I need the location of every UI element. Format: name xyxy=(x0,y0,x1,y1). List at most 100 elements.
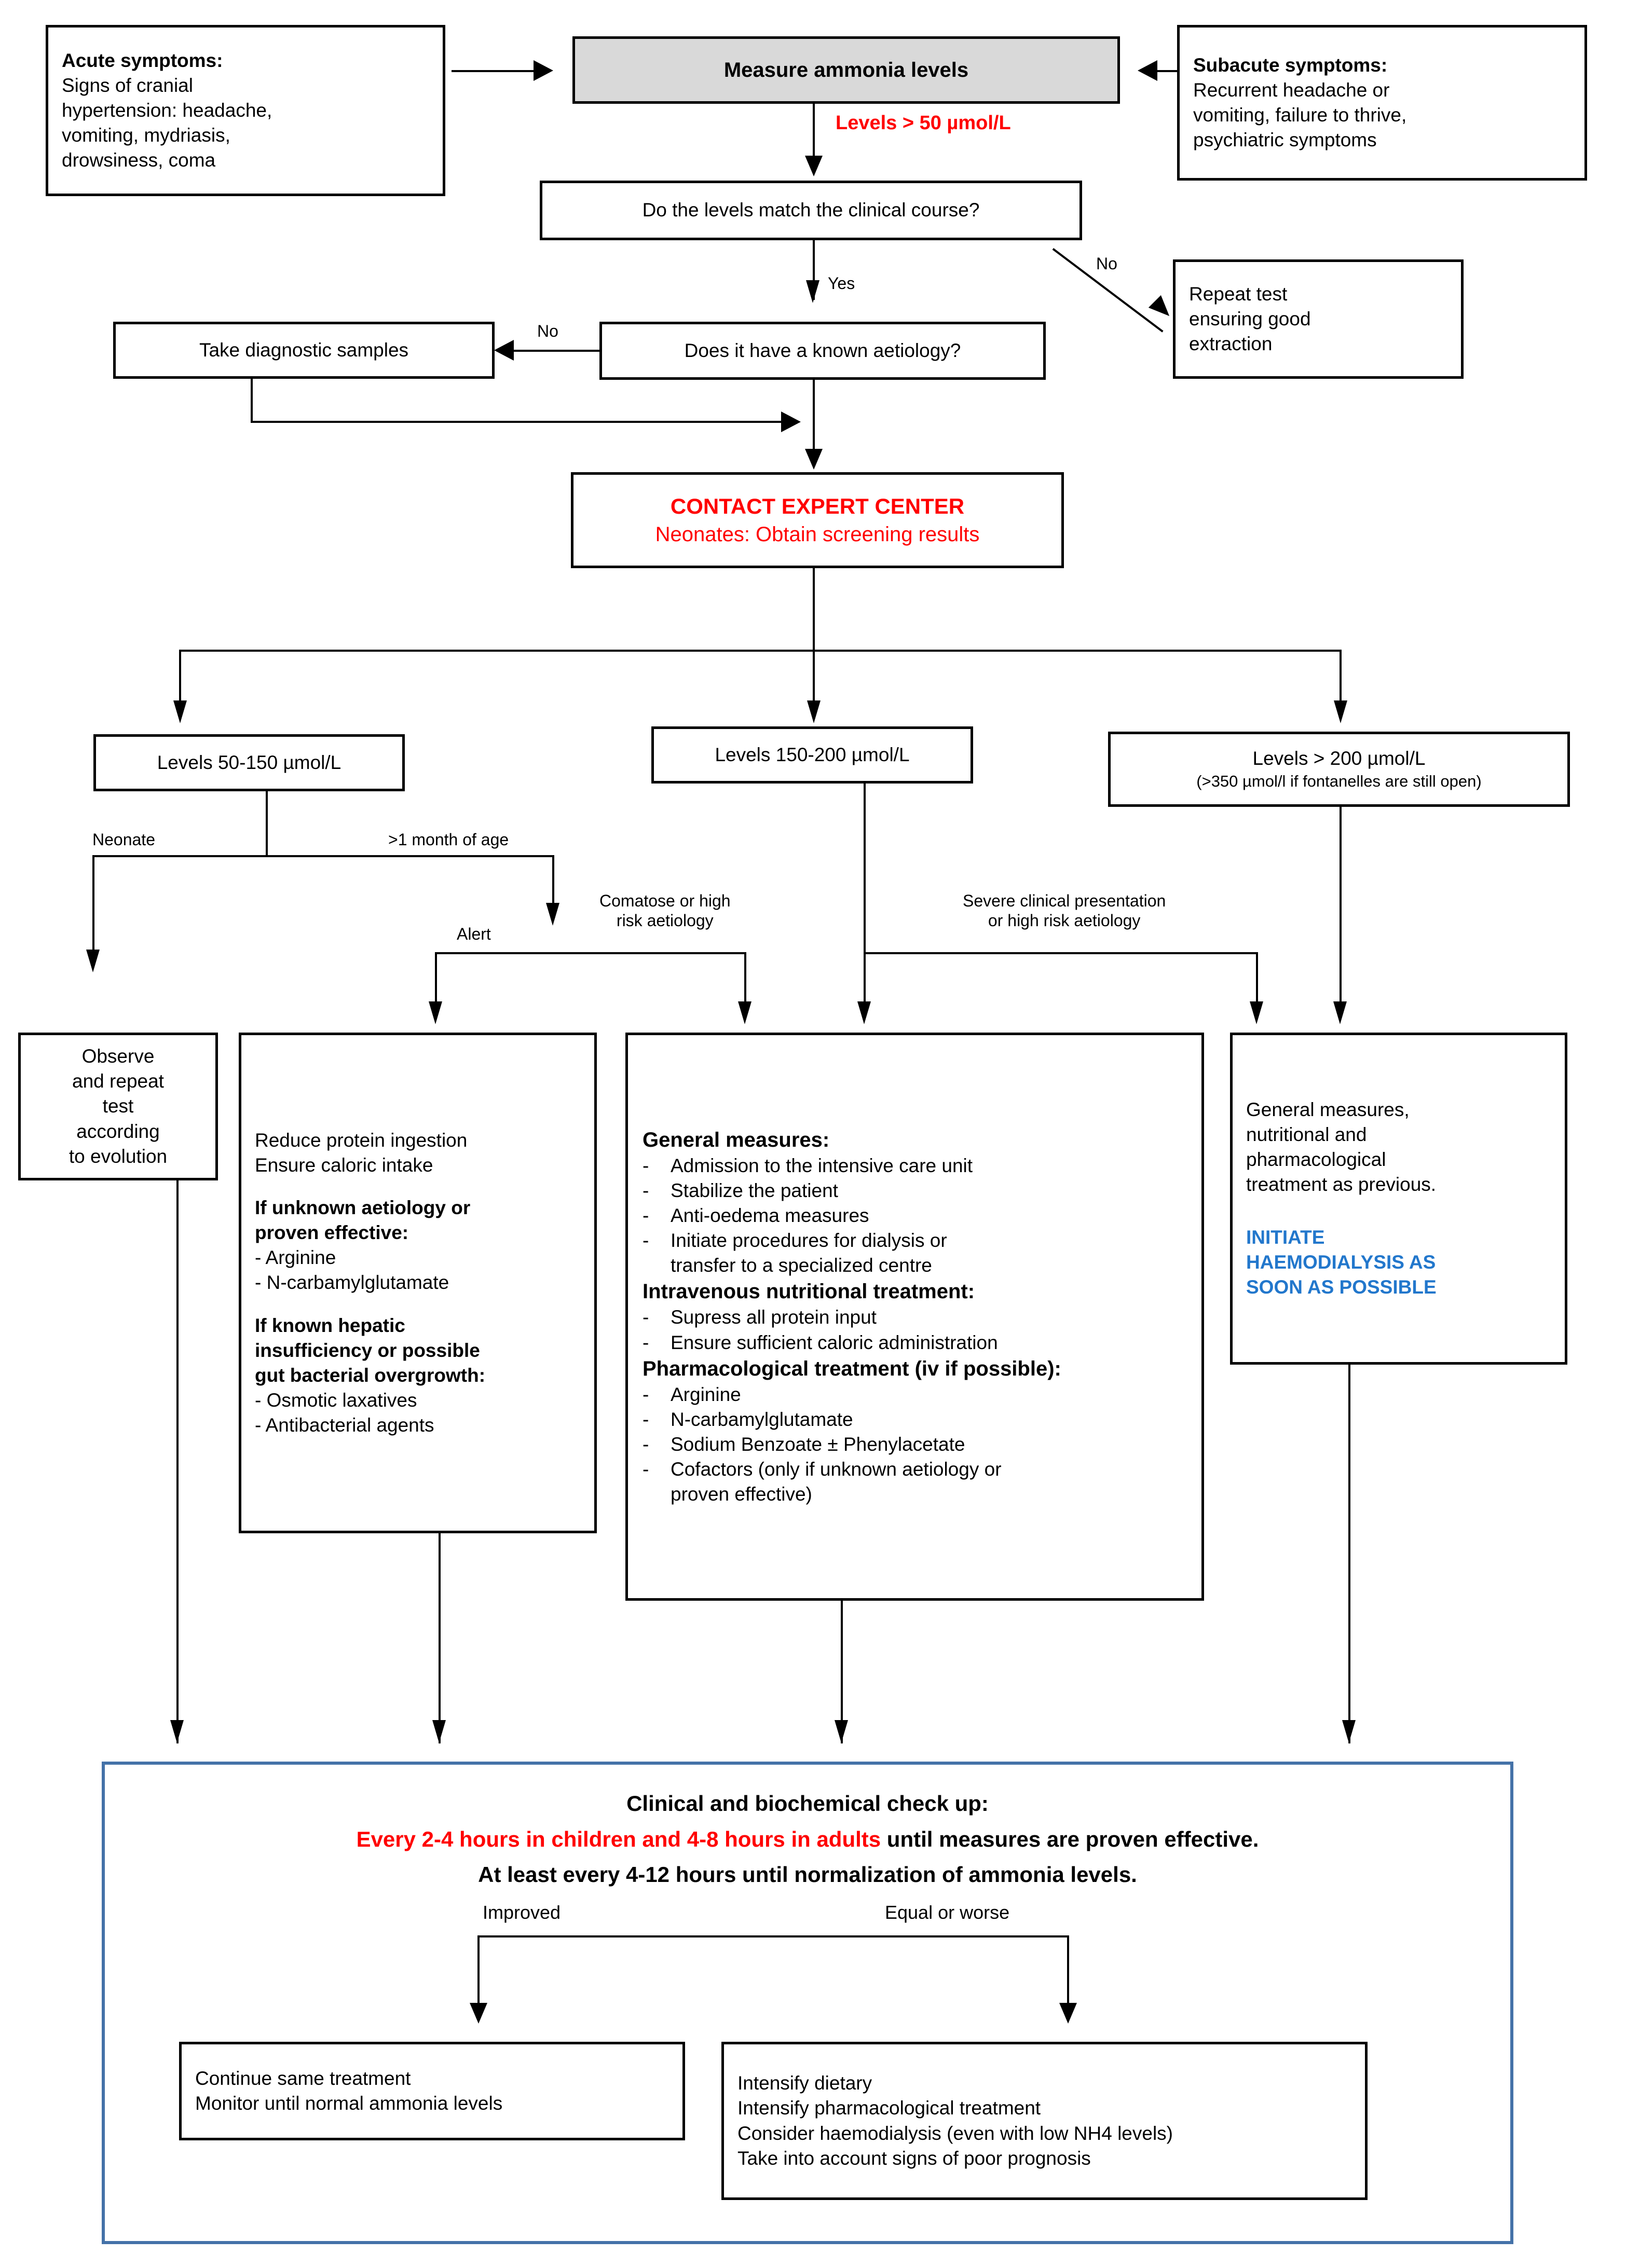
label-levels-threshold: Levels > 50 µmol/L xyxy=(836,112,1011,134)
label-no-repeat: No xyxy=(1096,254,1117,273)
edge-low-down xyxy=(266,791,268,856)
node-repeat-test: Repeat test ensuring good extraction xyxy=(1173,259,1464,379)
edge-split-bus xyxy=(179,650,1342,652)
label-alert: Alert xyxy=(457,925,491,943)
edge-samples-right xyxy=(251,421,790,423)
dash-bullet-icon: - xyxy=(643,1458,649,1480)
edge-mid-down xyxy=(864,784,866,1014)
edge-alert-left xyxy=(435,952,437,1014)
edge-low-neonate xyxy=(92,855,94,961)
node-contact-expert: CONTACT EXPERT CENTER Neonates: Obtain s… xyxy=(571,472,1064,568)
edge-observe-down xyxy=(176,1180,179,1743)
edge-acute-to-measure xyxy=(452,70,535,72)
arrowhead-reduce-protein-to-checkup xyxy=(432,1720,446,1743)
label-severe: Severe clinical presentation or high ris… xyxy=(963,891,1166,930)
edge-aetiology-no xyxy=(514,350,602,352)
label-equal-or-worse: Equal or worse xyxy=(885,1902,1010,1923)
node-observe: Observe and repeat test according to evo… xyxy=(18,1033,218,1180)
reduce-protein-item2-0: - Osmotic laxatives xyxy=(255,1389,417,1411)
node-reduce-protein: Reduce protein ingestion Ensure caloric … xyxy=(239,1033,597,1533)
node-measure-ammonia: Measure ammonia levels xyxy=(572,36,1120,104)
node-general-measures: General measures: - Admission to the int… xyxy=(625,1033,1204,1601)
general-measures-item3-3: Cofactors (only if unknown aetiology or … xyxy=(671,1458,1002,1505)
contact-expert-line1: CONTACT EXPERT CENTER xyxy=(670,494,965,519)
general-measures-item3-0-row: - Arginine xyxy=(643,1382,1061,1407)
levels-high-line1: Levels > 200 µmol/L xyxy=(1252,748,1426,769)
reduce-protein-intro: Reduce protein ingestion Ensure caloric … xyxy=(255,1129,468,1176)
edge-measure-to-match xyxy=(813,104,815,161)
general-measures-item1-3: Initiate procedures for dialysis or tran… xyxy=(671,1230,947,1276)
general-measures-item3-1-row: - N-carbamylglutamate xyxy=(643,1407,1061,1432)
dash-bullet-icon: - xyxy=(643,1230,649,1252)
continue-treatment-label: Continue same treatment Monitor until no… xyxy=(195,2067,503,2114)
node-intensify: Intensify dietary Intensify pharmacologi… xyxy=(721,2042,1368,2200)
subacute-symptoms-heading: Subacute symptoms: xyxy=(1193,54,1388,76)
checkup-line3: At least every 4-12 hours until normaliz… xyxy=(478,1862,1137,1887)
label-improved: Improved xyxy=(483,1902,561,1923)
general-measures-item1-2: Anti-oedema measures xyxy=(671,1205,869,1227)
arrowhead-split-left xyxy=(173,700,187,723)
levels-low-label: Levels 50-150 µmol/L xyxy=(157,751,341,773)
reduce-protein-heading2: If known hepatic insufficiency or possib… xyxy=(255,1314,486,1386)
dash-bullet-icon: - xyxy=(643,1307,649,1328)
edge-aetiology-down xyxy=(813,380,815,465)
edge-split-right xyxy=(1340,650,1342,720)
edge-alert-bus xyxy=(435,952,746,954)
arrowhead-measure-to-match xyxy=(805,156,823,176)
edge-high-down xyxy=(1340,807,1342,1014)
arrowhead-improved xyxy=(470,2003,487,2024)
arrowhead-neonate xyxy=(86,950,100,972)
reduce-protein-item1-1: - N-carbamylglutamate xyxy=(255,1272,449,1294)
arrowhead-observe-to-checkup xyxy=(170,1720,184,1743)
match-clinical-course-label: Do the levels match the clinical course? xyxy=(642,199,980,221)
acute-symptoms-heading: Acute symptoms: xyxy=(62,49,223,71)
general-measures-item1-1: Stabilize the patient xyxy=(671,1180,838,1202)
arrowhead-equal-or-worse xyxy=(1059,2003,1077,2024)
general-measures-item2-0: Supress all protein input xyxy=(671,1307,877,1328)
checkup-line1: Clinical and biochemical check up: xyxy=(626,1791,989,1816)
dash-bullet-icon: - xyxy=(643,1331,649,1353)
edge-general-measures-down xyxy=(841,1601,843,1743)
node-levels-mid: Levels 150-200 µmol/L xyxy=(651,726,973,784)
acute-symptoms-body: Signs of cranial hypertension: headache,… xyxy=(62,74,272,171)
general-measures-item2-0-row: - Supress all protein input xyxy=(643,1305,1061,1330)
edge-split-mid xyxy=(813,650,815,720)
arrowhead-over-one-month xyxy=(546,903,559,926)
checkup-line2: Every 2-4 hours in children and 4-8 hour… xyxy=(105,1825,1510,1854)
dash-bullet-icon: - xyxy=(643,1383,649,1405)
general-previous-alert: INITIATE HAEMODIALYSIS AS SOON AS POSSIB… xyxy=(1246,1227,1437,1298)
general-previous-body: General measures, nutritional and pharma… xyxy=(1246,1098,1437,1195)
contact-expert-line2: Neonates: Obtain screening results xyxy=(655,523,980,546)
node-subacute-symptoms: Subacute symptoms: Recurrent headache or… xyxy=(1177,25,1587,181)
arrowhead-severe xyxy=(1250,1001,1263,1024)
general-measures-item1-0: Admission to the intensive care unit xyxy=(671,1154,973,1176)
measure-ammonia-label: Measure ammonia levels xyxy=(723,59,969,81)
arrowhead-acute-to-measure xyxy=(534,60,553,81)
general-measures-item3-3-row: - Cofactors (only if unknown aetiology o… xyxy=(643,1457,1061,1507)
arrowhead-high xyxy=(1333,1001,1347,1024)
levels-mid-label: Levels 150-200 µmol/L xyxy=(715,744,910,765)
dash-bullet-icon: - xyxy=(643,1205,649,1227)
general-measures-heading1: General measures: xyxy=(643,1128,830,1151)
edge-low-bus xyxy=(92,855,554,857)
edge-outcome-worse xyxy=(1067,1935,1069,2016)
dash-bullet-icon: - xyxy=(643,1154,649,1176)
dash-bullet-icon: - xyxy=(643,1408,649,1430)
label-neonate: Neonate xyxy=(92,830,155,849)
general-measures-item1-2-row: - Anti-oedema measures xyxy=(643,1203,1061,1228)
edge-general-previous-down xyxy=(1348,1365,1350,1743)
arrowhead-comatose xyxy=(738,1001,751,1024)
arrowhead-general-previous-to-checkup xyxy=(1342,1720,1356,1743)
edge-reduce-protein-down xyxy=(439,1533,441,1743)
node-acute-symptoms: Acute symptoms: Signs of cranial hyperte… xyxy=(46,25,445,196)
edge-alert-right xyxy=(744,952,746,1014)
arrowhead-samples-merge xyxy=(781,411,801,432)
node-levels-low: Levels 50-150 µmol/L xyxy=(93,734,405,791)
reduce-protein-item1-0: - Arginine xyxy=(255,1247,336,1269)
dash-bullet-icon: - xyxy=(643,1433,649,1455)
intensify-label: Intensify dietary Intensify pharmacologi… xyxy=(737,2072,1173,2169)
general-measures-item1-1-row: - Stabilize the patient xyxy=(643,1178,1061,1203)
general-measures-item3-1: N-carbamylglutamate xyxy=(671,1408,853,1430)
label-comatose: Comatose or high risk aetiology xyxy=(599,891,731,930)
